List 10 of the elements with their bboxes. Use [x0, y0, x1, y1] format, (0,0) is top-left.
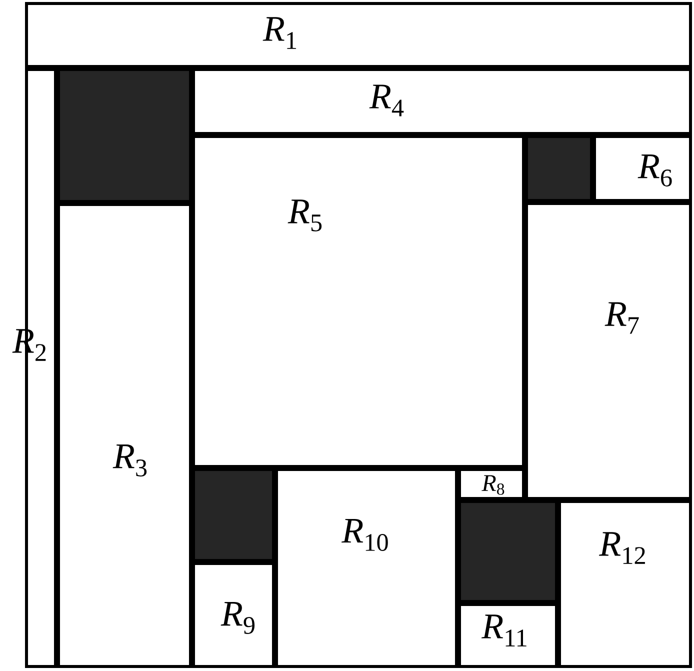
rectangle-region: R$_{6}$ — [593, 135, 692, 202]
rectangle-region: R$_{11}$ — [458, 603, 558, 668]
rectangle-region: R$_{9}$ — [192, 562, 275, 668]
rectangle-region: R$_{12}$ — [558, 500, 692, 668]
filled-block — [525, 135, 593, 202]
filled-block — [57, 68, 192, 203]
filled-block — [192, 468, 275, 562]
rectangle-region: R$_{1}$ — [25, 2, 692, 68]
filled-block — [458, 500, 558, 603]
rectangle-region: R$_{8}$ — [458, 468, 525, 500]
